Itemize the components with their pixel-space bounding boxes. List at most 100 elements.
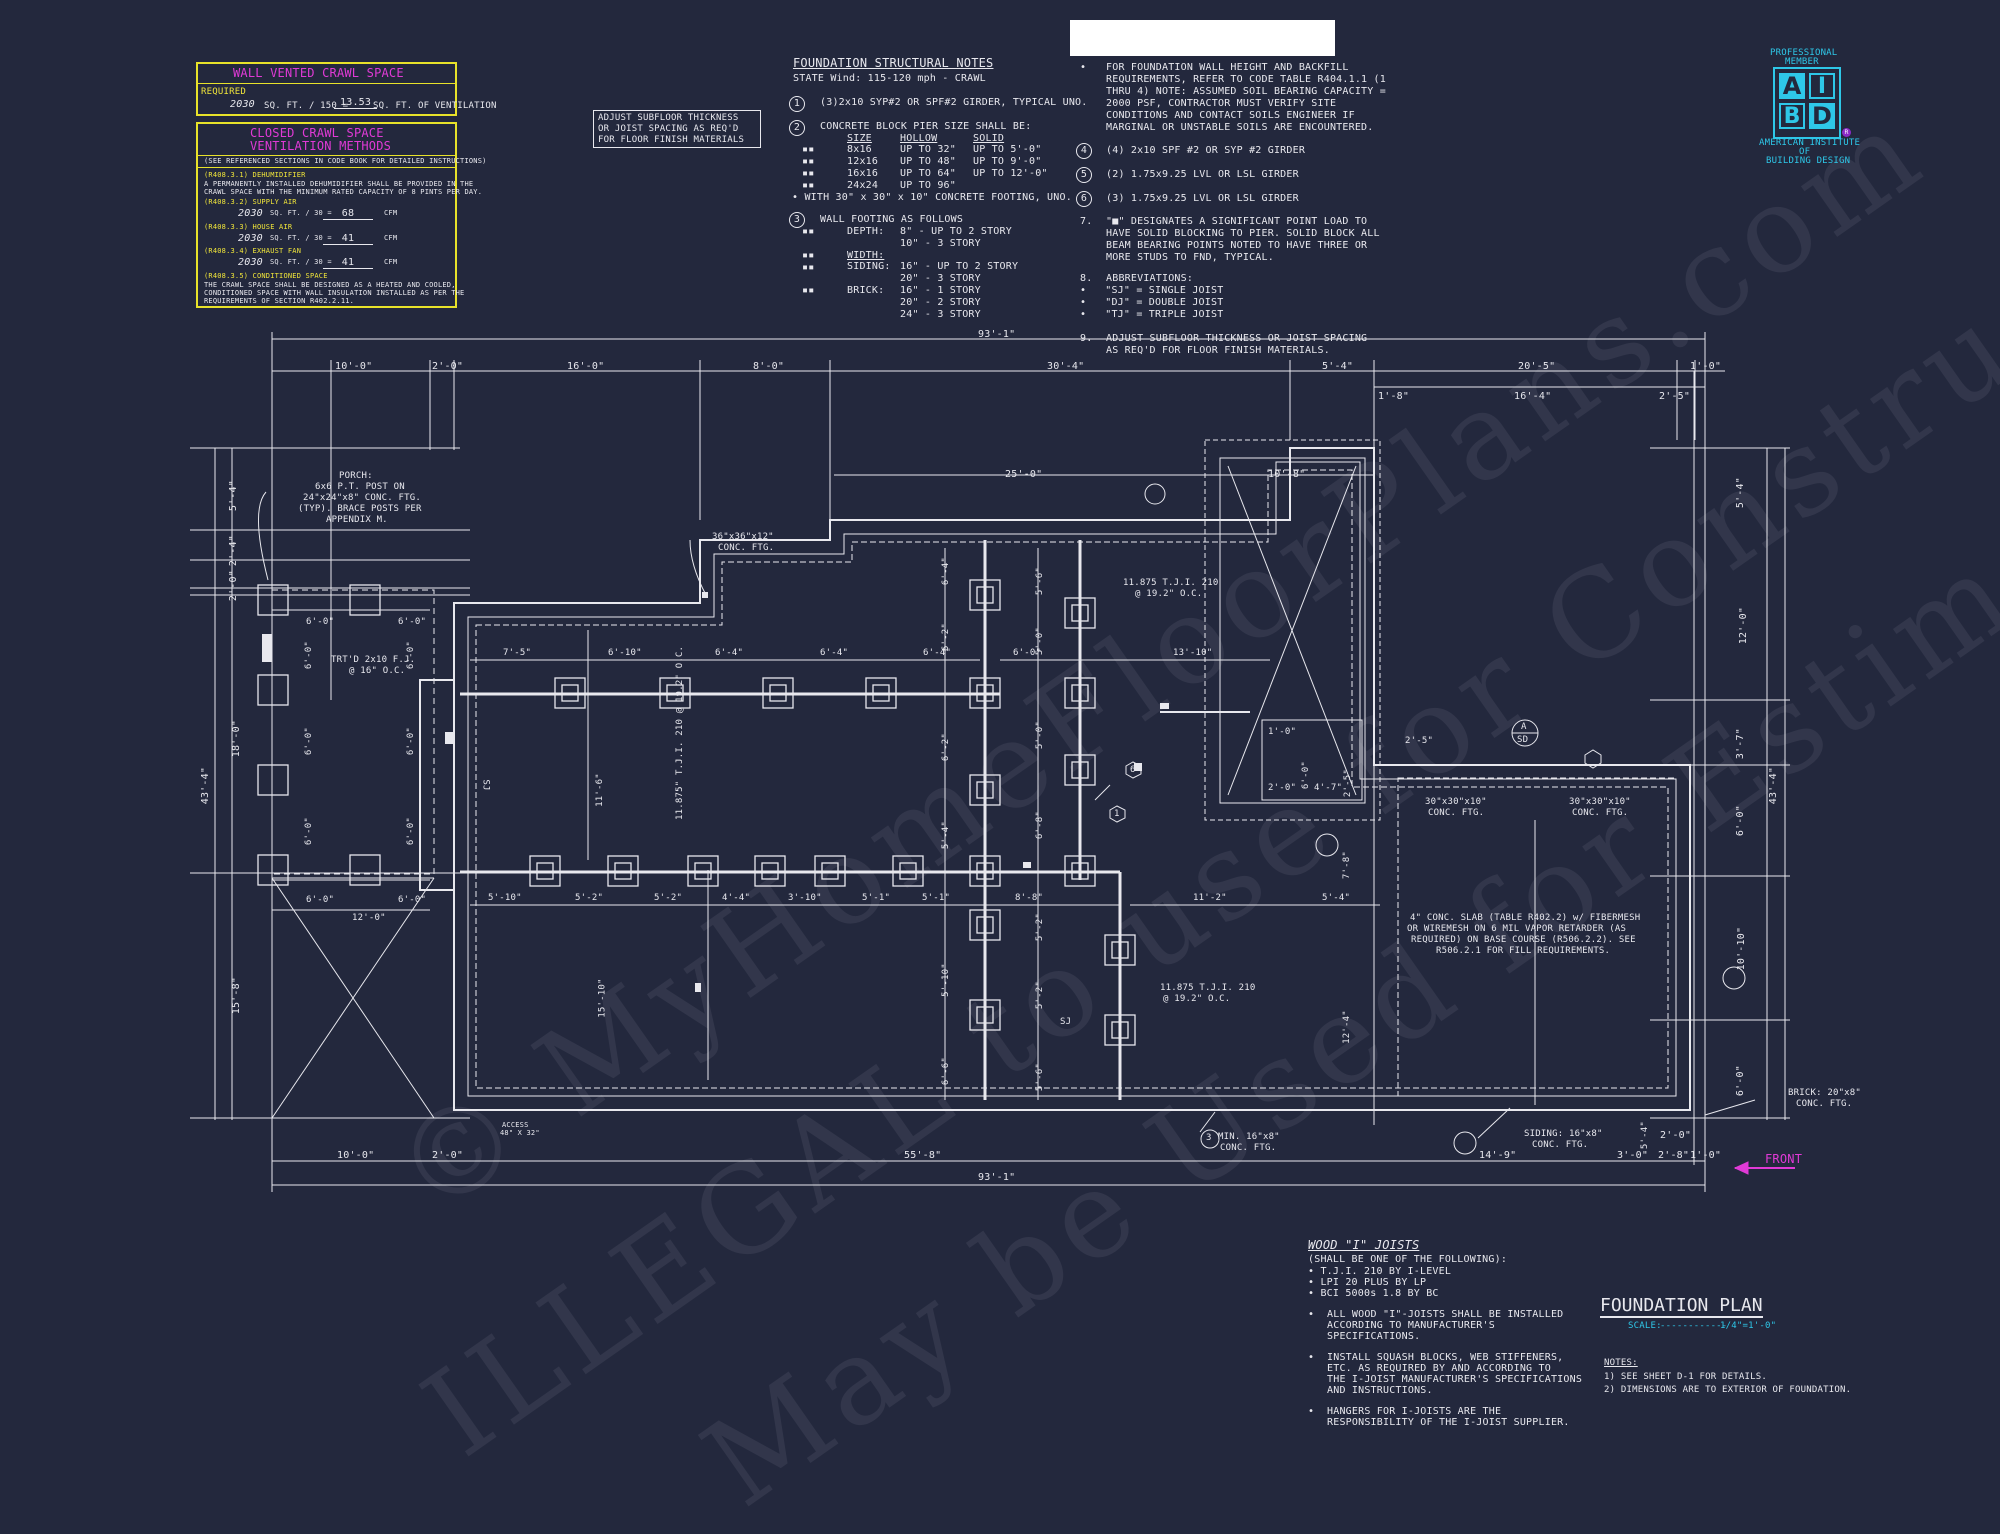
joists-b2-2: ETC. AS REQUIRED BY AND ACCORDING TO [1327,1363,1551,1374]
cond-text-1: THE CRAWL SPACE SHALL BE DESIGNED AS A H… [204,281,456,289]
vented-sqft: 2030 [230,99,255,110]
dim-top-7: 20'-5" [1518,361,1556,372]
vented-value: 13.53 [334,97,378,110]
badge-reg: R [1842,128,1851,137]
title-note-2: 2) DIMENSIONS ARE TO EXTERIOR OF FOUNDAT… [1604,1385,1852,1395]
row2-dim-6: 5'-1" [862,893,891,903]
porch-label-2: 6x6 P.T. POST ON [315,482,405,492]
depth-2: 10" - 3 STORY [900,238,981,249]
slab-note-3: REQUIRED) ON BASE COURSE (R506.2.2). SEE [1411,935,1636,945]
note-9-line-2: AS REQ'D FOR FLOOR FINISH MATERIALS. [1106,345,1330,356]
section-sd: SD [1517,735,1529,745]
ftg-30a-2: CONC. FTG. [1428,808,1485,818]
width-bul: ▪▪ [802,250,815,261]
required-label: REQUIRED [201,87,246,97]
brick-3: 24" - 3 STORY [900,309,981,320]
inner-vert-11: 5'-0" [1035,720,1046,750]
cond-label: (R408.3.5) CONDITIONED SPACE [204,272,328,280]
sj-label-2: SJ [1060,1017,1072,1027]
joist-top-2: @ 19.2" O.C. [1135,589,1203,599]
dim-2-0: 2'-0" [1268,783,1297,793]
dim-top2-1: 1'-8" [1378,391,1410,402]
badge-letter-a: A [1779,73,1805,100]
inner-vert-9: 5'-6" [1035,566,1046,596]
joists-b2-3: THE I-JOIST MANUFACTURER'S SPECIFICATION… [1327,1374,1583,1385]
right-bullet-line-6: MARGINAL OR UNSTABLE SOILS ARE ENCOUNTER… [1106,122,1374,133]
joists-b2-1: INSTALL SQUASH BLOCKS, WEB STIFFENERS, [1327,1352,1564,1363]
adjust-note-line-3: FOR FLOOR FINISH MATERIALS [598,135,745,145]
scale-dots: ------------ [1660,1321,1728,1331]
row1-dim-4: 6'-4" [820,648,849,658]
dim-left-5: 15'-8" [231,976,243,1015]
width-label: WIDTH: [847,250,885,261]
pier-r1-size: 8x16 [847,144,872,155]
pier-r1-hollow: UP TO 32" [900,144,956,155]
joists-list-2: • LPI 20 PLUS BY LP [1308,1277,1427,1288]
exhaust-cfm: CFM [384,258,398,266]
joists-list-1-text: T.J.I. 210 BY I-LEVEL [1320,1266,1452,1277]
row2-dim-3: 5'-2" [654,893,683,903]
dim-top-3: 16'-0" [567,361,605,372]
right-bullet-line-3: THRU 4) NOTE: ASSUMED SOIL BEARING CAPAC… [1106,86,1386,97]
abbr-2: •"DJ" = DOUBLE JOIST [1080,297,1224,308]
pier-r2-size: 12x16 [847,156,879,167]
dim-top-1: 10'-0" [335,361,373,372]
adjust-note-line-2: OR JOIST SPACING AS REQ'D [598,124,739,134]
dim-top-4: 8'-0" [753,361,785,372]
inner-vert-4: 6'-2" [941,622,952,652]
dim-2-5b: 2'-5" [1343,768,1354,798]
note-4: (4) 2x10 SPF #2 OR SYP #2 GIRDER [1106,145,1306,156]
exhaust-value: 41 [323,257,373,270]
inner-vert-5: 6'-2" [941,732,952,762]
house-label: (R408.3.3) HOUSE AIR [204,223,293,231]
dim-bottom-5: 2'-8" [1658,1150,1690,1161]
inner-vert-2: 15'-10" [597,978,608,1018]
supply-unit: SQ. FT. / 30 = [270,209,332,217]
abbr-3: •"TJ" = TRIPLE JOIST [1080,309,1224,320]
abbr-3-text: "TJ" = TRIPLE JOIST [1105,309,1224,320]
dim-6-0: 6'-0" [1301,760,1312,790]
dim-right-4: 6'-0" [1734,805,1746,837]
pier-head-solid: SOLID [973,133,1005,144]
porch-label-5: APPENDIX M. [326,515,388,525]
badge-logo: A I B D [1773,67,1841,139]
row1-dim-2: 6'-10" [608,648,642,658]
joists-b3-2: RESPONSIBILITY OF THE I-JOIST SUPPLIER. [1327,1417,1570,1428]
abbr-1-text: "SJ" = SINGLE JOIST [1105,285,1224,296]
note-3-num: 3 [789,212,805,228]
notes-label: NOTES: [1604,1358,1638,1368]
siding-ftg-1: SIDING: 16"x8" [1524,1129,1603,1139]
small-dim-5: 6'-0" [406,726,417,756]
joists-sub: (SHALL BE ONE OF THE FOLLOWING): [1308,1254,1508,1265]
pier-r3-solid: UP TO 12'-0" [973,168,1048,179]
dim-top2-3: 2'-5" [1659,391,1691,402]
joists-b1-3: SPECIFICATIONS. [1327,1331,1421,1342]
ftg-30a-1: 30"x30"x10" [1425,797,1487,807]
joist-top-1: 11.875 T.J.I. 210 [1123,578,1219,588]
dim-25: 25'-0" [1005,469,1043,480]
foundation-plan-drawing [190,332,1795,1192]
pier-footing-text: WITH 30" x 30" x 10" CONCRETE FOOTING, U… [804,192,1072,203]
dim-overall-top: 93'-1" [978,329,1016,340]
small-dim-1: 6'-0" [304,640,315,670]
siding-2: 20" - 3 STORY [900,273,981,284]
pier-footing: • WITH 30" x 30" x 10" CONCRETE FOOTING,… [792,192,1072,203]
exhaust-sqft: 2030 [238,257,263,268]
house-sqft: 2030 [238,233,263,244]
dehum-label: (R408.3.1) DEHUMIDIFIER [204,171,306,179]
siding-ftg-2: CONC. FTG. [1532,1140,1589,1150]
joists-list-2-text: LPI 20 PLUS BY LP [1320,1277,1427,1288]
dim-right-overall: 43'-4" [1768,766,1780,805]
dim-top-6: 5'-4" [1322,361,1354,372]
note-4-num: 4 [1076,143,1092,159]
badge-org-1: AMERICAN INSTITUTE [1759,138,1861,148]
joists-b1-1: ALL WOOD "I"-JOISTS SHALL BE INSTALLED [1327,1309,1564,1320]
joists-b2-4: AND INSTRUCTIONS. [1327,1385,1433,1396]
note-6: (3) 1.75x9.25 LVL OR LSL GIRDER [1106,193,1299,204]
inner-vert-12: 6'-8" [1035,810,1046,840]
supply-cfm: CFM [384,209,398,217]
dehum-text-2: CRAWL SPACE WITH THE MINIMUM RATED CAPAC… [204,188,483,196]
exhaust-unit: SQ. FT. / 30 = [270,258,332,266]
vented-sqft-unit: SQ. FT. / 150 = [264,101,349,111]
dim-right-2: 12'-0" [1738,606,1750,645]
